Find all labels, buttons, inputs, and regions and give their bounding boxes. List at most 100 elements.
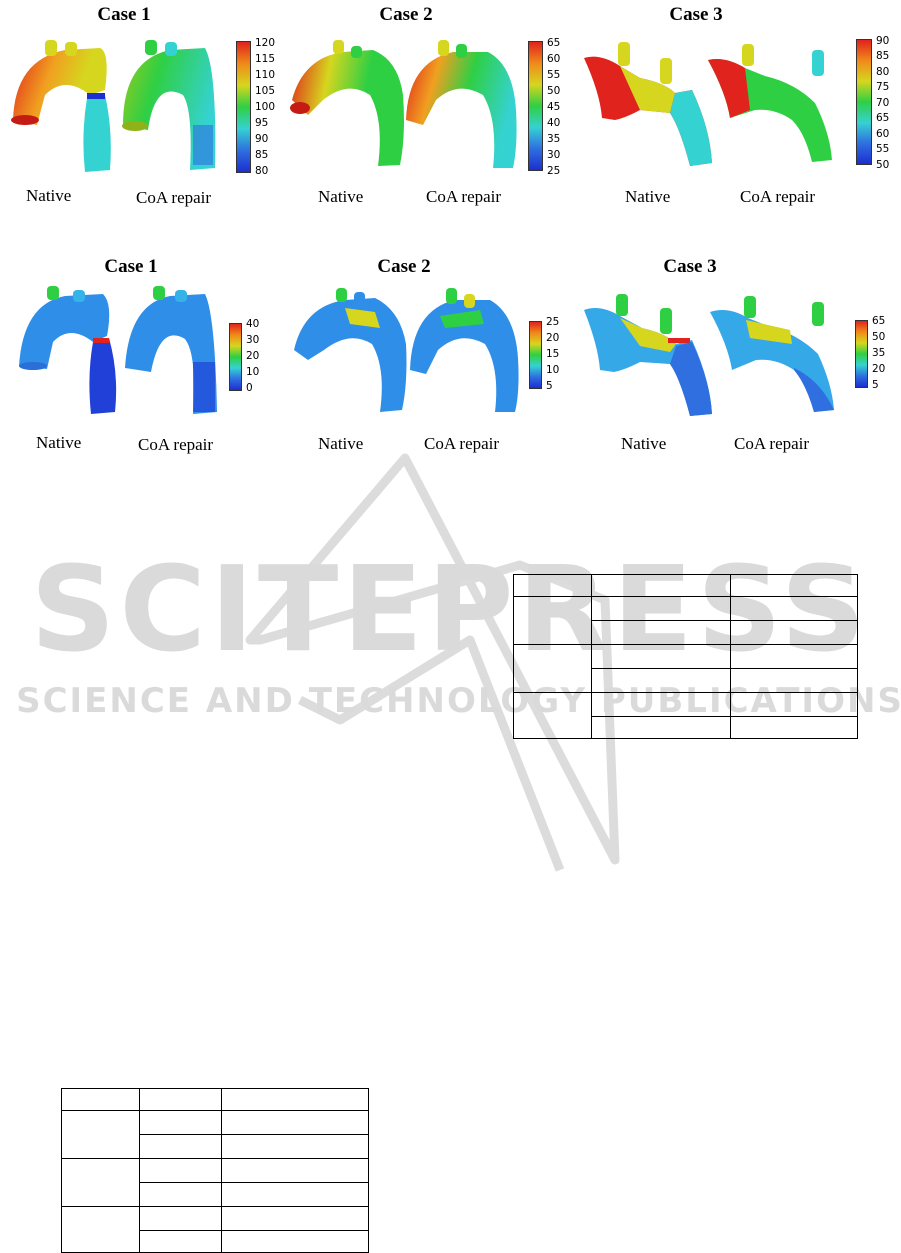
table-cell	[730, 716, 858, 739]
case-title: Case 2	[377, 256, 431, 277]
colorbar-tick: 20	[872, 363, 886, 375]
label-native: Native	[318, 434, 364, 453]
case-title: Case 1	[104, 256, 158, 277]
table-cell	[138, 1088, 223, 1111]
table-cell	[590, 574, 732, 597]
table-cell	[61, 1110, 140, 1159]
label-native: Native	[625, 187, 671, 206]
case-title: Case 2	[379, 4, 433, 25]
colorbar-tick: 40	[547, 117, 561, 129]
colorbar-tick: 0	[246, 382, 253, 394]
table-cell	[730, 692, 858, 717]
table-cell	[730, 596, 858, 621]
colorbar-tick: 85	[876, 50, 890, 62]
label-native: Native	[36, 433, 82, 452]
table-cell	[61, 1088, 140, 1111]
colorbar-tick: 110	[255, 69, 276, 81]
table-cell	[221, 1230, 369, 1253]
table-cell	[138, 1158, 223, 1183]
aorta-native-case2	[290, 40, 517, 168]
table-cell	[221, 1206, 369, 1231]
table-cell	[730, 644, 858, 669]
table-cell	[590, 668, 732, 693]
table-cell	[730, 574, 858, 597]
label-native: Native	[26, 186, 72, 205]
table-cell	[513, 574, 592, 597]
results-table-right	[513, 574, 858, 739]
case-title: Case 1	[97, 4, 151, 25]
colorbar-tick: 30	[246, 334, 260, 346]
aorta-wss-case3	[584, 294, 834, 416]
label-native: Native	[318, 187, 364, 206]
colorbar-tick: 35	[547, 133, 561, 145]
colorbar-tick: 65	[872, 315, 886, 327]
colorbar-tick: 55	[876, 143, 890, 155]
colorbar-tick: 55	[547, 69, 561, 81]
colorbar-tick: 50	[872, 331, 886, 343]
colorbar-tick: 95	[255, 117, 269, 129]
colorbar-tick: 105	[255, 85, 276, 97]
colorbar-tick: 10	[546, 364, 560, 376]
aorta-wss-case1	[19, 286, 217, 414]
colorbar-tick: 35	[872, 347, 886, 359]
aorta-native-case3	[584, 42, 832, 166]
colorbar-tick: 50	[547, 85, 561, 97]
colorbar-tick: 40	[246, 318, 260, 330]
case-title: Case 3	[669, 4, 723, 25]
colorbar-tick: 90	[876, 35, 890, 47]
table-cell	[221, 1134, 369, 1159]
table-cell	[138, 1182, 223, 1207]
colorbar-tick: 25	[547, 165, 561, 177]
colorbar-tick: 65	[547, 37, 561, 49]
table-cell	[138, 1134, 223, 1159]
colorbar-tick: 70	[876, 97, 890, 109]
colorbar-tick: 65	[876, 112, 890, 124]
table-cell	[221, 1182, 369, 1207]
table-cell	[590, 692, 732, 717]
colorbar-tick: 120	[255, 37, 276, 49]
table-cell	[221, 1088, 369, 1111]
table-cell	[221, 1158, 369, 1183]
colorbar-tick: 100	[255, 101, 276, 113]
table-cell	[590, 596, 732, 621]
colorbar-tick: 5	[546, 380, 553, 392]
case-title: Case 3	[663, 256, 717, 277]
aorta-native-case1	[11, 40, 216, 172]
colorbar-tick: 90	[255, 133, 269, 145]
colorbar-tick: 25	[546, 316, 560, 328]
colorbar-tick: 30	[547, 149, 561, 161]
table-cell	[730, 668, 858, 693]
table-cell	[590, 644, 732, 669]
colorbar-tick: 50	[876, 159, 890, 171]
table-cell	[221, 1110, 369, 1135]
colorbar-tick: 60	[876, 128, 890, 140]
colorbar-tick: 5	[872, 379, 879, 391]
table-cell	[61, 1206, 140, 1253]
table-cell	[513, 596, 592, 645]
table-cell	[513, 644, 592, 693]
aorta-wss-case2	[294, 288, 519, 412]
results-table-left	[61, 1088, 369, 1253]
colorbar-tick: 15	[546, 348, 560, 360]
colorbar-tick: 85	[255, 149, 269, 161]
colorbar-tick: 10	[246, 366, 260, 378]
colorbar-tick: 45	[547, 101, 561, 113]
table-cell	[138, 1110, 223, 1135]
label-coa-repair: CoA repair	[740, 187, 816, 206]
table-cell	[590, 716, 732, 739]
label-coa-repair: CoA repair	[426, 187, 502, 206]
label-coa-repair: CoA repair	[734, 434, 810, 453]
label-coa-repair: CoA repair	[138, 435, 214, 454]
colorbar-tick: 80	[876, 66, 890, 78]
colorbar-tick: 80	[255, 165, 269, 177]
table-cell	[590, 620, 732, 645]
colorbar-tick: 75	[876, 81, 890, 93]
table-cell	[61, 1158, 140, 1207]
table-cell	[138, 1206, 223, 1231]
colorbar-tick: 20	[246, 350, 260, 362]
colorbar-tick: 60	[547, 53, 561, 65]
colorbar-tick: 115	[255, 53, 276, 65]
table-cell	[138, 1230, 223, 1253]
table-cell	[513, 692, 592, 739]
label-native: Native	[621, 434, 667, 453]
